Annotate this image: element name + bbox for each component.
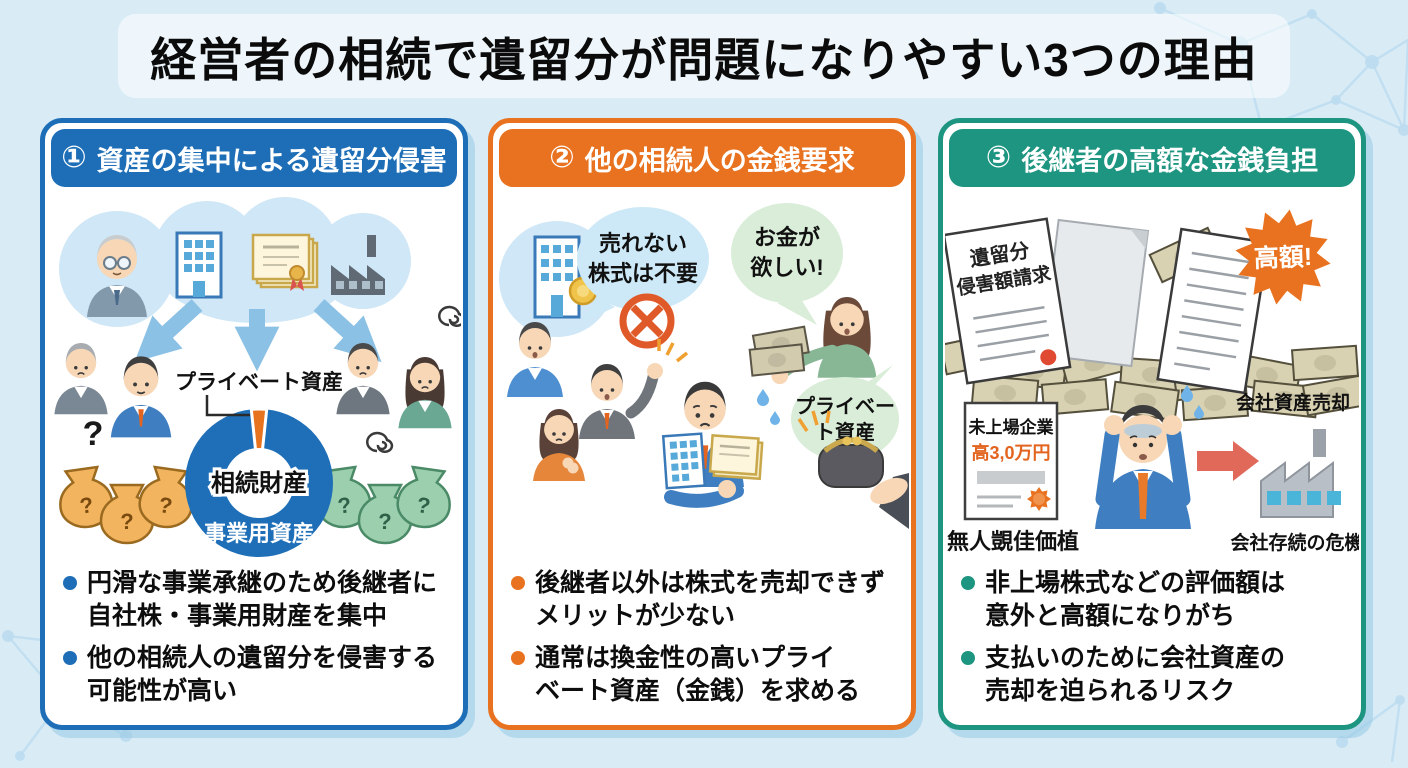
svg-text:株式は不要: 株式は不要 xyxy=(588,261,698,286)
person-heir-woman-praying xyxy=(533,409,585,481)
distribution-arrows xyxy=(134,299,382,372)
person-heir-raising-hand xyxy=(579,339,689,439)
panel1-number: ① xyxy=(61,141,87,174)
bullet-text: 円滑な事業承継のため後継者に 自社株・事業用財産を集中 xyxy=(87,569,438,630)
company-crisis-label: 会社存続の危機 xyxy=(1230,531,1359,554)
panel-successor-burden: ③ 後継者の高額な金銭負担 xyxy=(938,118,1366,730)
title-band xyxy=(118,14,1290,98)
bullet-item: 円滑な事業承継のため後継者に 自社株・事業用財産を集中 xyxy=(63,567,449,632)
question-mark-left: ? xyxy=(83,415,104,453)
donut-center-label: 相続財産 xyxy=(211,469,307,497)
valuation-certificate: 未上場企業 高3,0万円 xyxy=(963,401,1059,521)
document-behind xyxy=(1040,218,1150,368)
panel1-header: ① 資産の集中による遺留分侵害 xyxy=(51,129,457,187)
factory-at-risk-icon xyxy=(1260,429,1341,518)
company-building-icon xyxy=(175,231,223,299)
svg-text:?: ? xyxy=(120,509,133,534)
person-heir-woman xyxy=(398,357,452,429)
person-heir-blue xyxy=(507,322,563,397)
asset-sale-label: 会社資産売却 xyxy=(1236,391,1350,414)
svg-text:高額!: 高額! xyxy=(1253,242,1312,273)
panel2-bullets: 後継者以外は株式を売却できず メリットが少ない 通常は換金性の高いプライ ベート… xyxy=(511,567,897,707)
panel3-illustration: 遺留分 侵害額請求 xyxy=(945,209,1359,554)
panel3-title: 後継者の高額な金銭負担 xyxy=(1021,145,1319,176)
iryubun-claim-document: 遺留分 侵害額請求 xyxy=(945,217,1072,385)
person-heir-man xyxy=(336,343,390,415)
bullet-text: 他の相続人の遺留分を侵害する 可能性が高い xyxy=(87,644,438,705)
bullet-item: 後継者以外は株式を売却できず メリットが少ない xyxy=(511,567,897,632)
inheritance-donut-chart: プライベート資産 相続財産 事業用資産 xyxy=(175,370,343,557)
sparkle-marks xyxy=(797,410,831,432)
speech-bubble-private-assets: プライベー ト資産 xyxy=(791,365,899,461)
bullet-dot xyxy=(63,576,77,590)
bullet-text: 通常は換金性の高いプライ ベート資産（金銭）を求める xyxy=(535,644,861,705)
bullet-dot xyxy=(961,651,975,665)
factory-icon xyxy=(331,235,385,295)
svg-text:未上場企業: 未上場企業 xyxy=(968,417,1054,437)
money-bags-business: ? ? ? xyxy=(317,465,451,545)
bullet-item: 非上場株式などの評価額は 意外と高額になりがち xyxy=(961,567,1347,632)
panel-asset-concentration: ① 資産の集中による遺留分侵害 xyxy=(40,118,468,730)
money-bags-private: ? ? ? xyxy=(59,465,193,545)
speech-bubble-want-money: お金が 欲しい! xyxy=(731,203,843,325)
panel3-number: ③ xyxy=(985,141,1012,174)
confusion-swirl-icon-2 xyxy=(366,431,394,453)
panel2-title: 他の相続人の金銭要求 xyxy=(584,145,855,176)
svg-text:?: ? xyxy=(78,492,95,519)
person-stressed-successor xyxy=(1095,385,1204,529)
emphasis-marks xyxy=(657,339,689,363)
bullet-dot xyxy=(511,576,525,590)
panel2-illustration: 売れない 株式は不要 お金が 欲しい! xyxy=(499,203,909,529)
bullet-item: 他の相続人の遺留分を侵害する 可能性が高い xyxy=(63,642,449,707)
donut-ring-label: 事業用資産 xyxy=(204,521,314,546)
panel-money-demands: ② 他の相続人の金銭要求 売れない xyxy=(488,118,916,730)
letter-document xyxy=(1156,227,1270,395)
svg-text:?: ? xyxy=(378,509,391,534)
prohibition-icon xyxy=(619,293,675,349)
bullet-text: 非上場株式などの評価額は 意外と高額になりがち xyxy=(985,569,1286,630)
bullet-dot xyxy=(961,576,975,590)
bullet-item: 通常は換金性の高いプライ ベート資産（金銭）を求める xyxy=(511,642,897,707)
page-title: 経営者の相続で遺留分が問題になりやすい3つの理由 xyxy=(150,34,1258,86)
svg-text:?: ? xyxy=(157,492,174,519)
donut-top-label: プライベート資産 xyxy=(175,370,343,394)
sweat-drops xyxy=(1181,385,1204,419)
panel2-number: ② xyxy=(549,141,575,174)
svg-text:?: ? xyxy=(336,492,353,519)
panel1-title: 資産の集中による遺留分侵害 xyxy=(96,145,447,176)
panel3-header: ③ 後継者の高額な金銭負担 xyxy=(949,129,1355,187)
panel3-bullets: 非上場株式などの評価額は 意外と高額になりがち 支払いのために会社資産の 売却を… xyxy=(961,567,1347,707)
panel1-illustration: ? ? ? ? xyxy=(54,197,461,557)
panel2-header: ② 他の相続人の金銭要求 xyxy=(499,129,905,187)
svg-text:プライベー: プライベー xyxy=(795,395,895,418)
confusion-swirl-icon xyxy=(438,305,461,327)
bullet-dot xyxy=(63,651,77,665)
svg-text:お金が: お金が xyxy=(754,225,820,250)
bullet-dot xyxy=(511,651,525,665)
certificate-caption: 無人覬佳価植 xyxy=(947,529,1079,554)
svg-text:高3,0万円: 高3,0万円 xyxy=(971,442,1050,463)
business-owner-illustration xyxy=(87,235,147,317)
person-successor-holding-assets xyxy=(661,381,780,508)
person-elder-heir xyxy=(54,343,108,415)
risk-arrow xyxy=(1197,441,1259,481)
bullet-text: 後継者以外は株式を売却できず メリットが少ない xyxy=(535,569,886,630)
svg-text:?: ? xyxy=(415,492,432,519)
banknotes-icon xyxy=(748,325,810,377)
bullet-text: 支払いのために会社資産の 売却を迫られるリスク xyxy=(985,644,1286,705)
expensive-burst: 高額! xyxy=(1235,209,1331,305)
svg-text:売れない: 売れない xyxy=(599,231,687,256)
bullet-item: 支払いのために会社資産の 売却を迫られるリスク xyxy=(961,642,1347,707)
person-successor xyxy=(110,356,172,438)
hand-with-purse xyxy=(797,410,909,529)
speech-bubble-unsellable-stock: 売れない 株式は不要 xyxy=(577,207,709,323)
sweat-drops xyxy=(757,389,780,425)
person-woman-demanding xyxy=(771,296,877,385)
svg-text:欲しい!: 欲しい! xyxy=(749,255,823,280)
stock-certificates-icon xyxy=(251,233,319,291)
panel1-bullets: 円滑な事業承継のため後継者に 自社株・事業用財産を集中 他の相続人の遺留分を侵害… xyxy=(63,567,449,707)
